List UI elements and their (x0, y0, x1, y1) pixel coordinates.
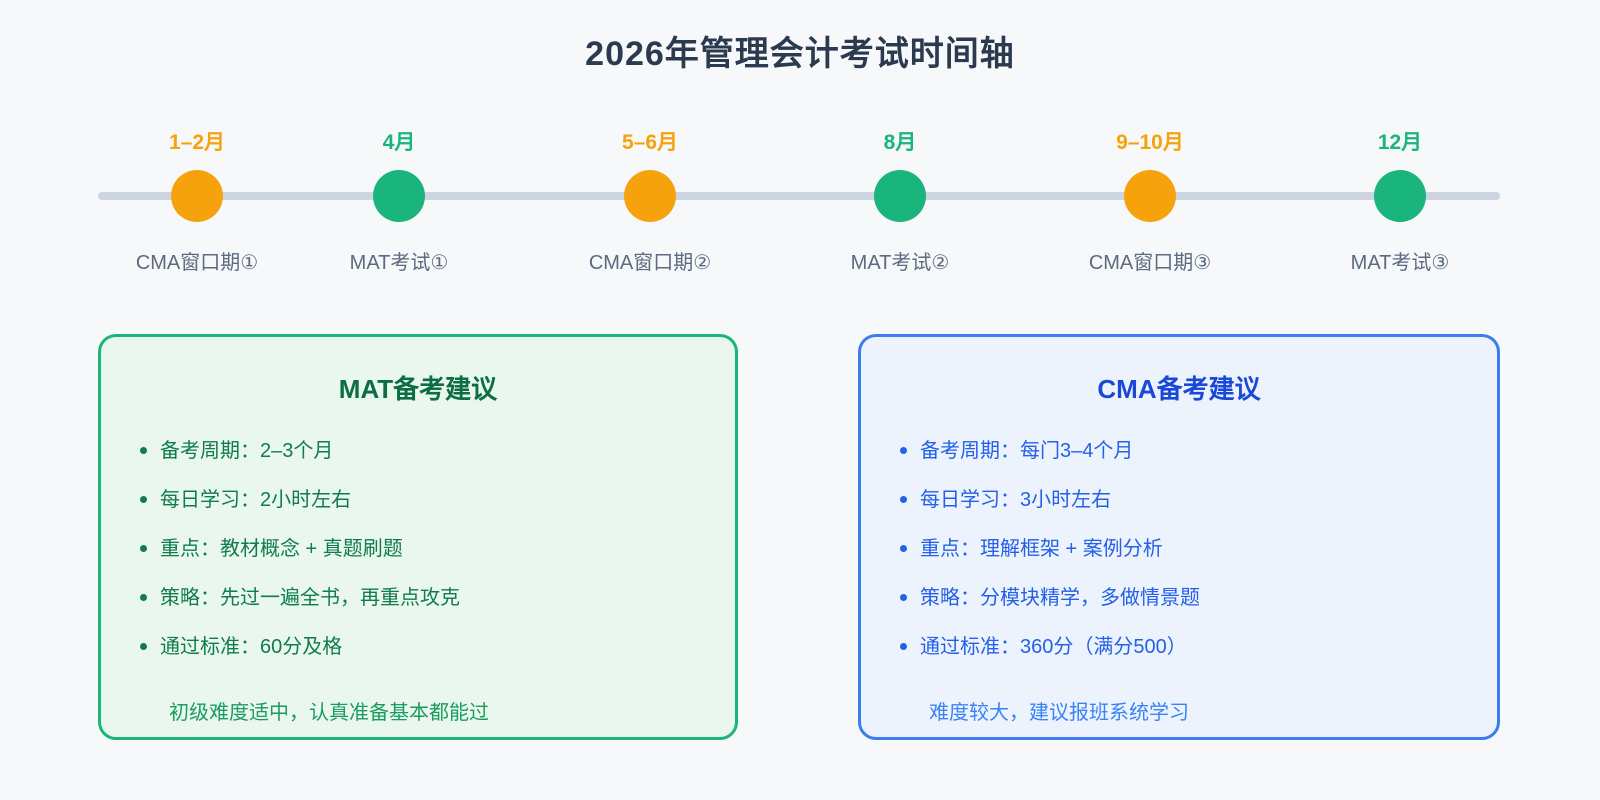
cma-card-title: CMA备考建议 (1097, 374, 1261, 404)
month-label: 8月 (883, 131, 917, 154)
timeline-dot (171, 170, 223, 222)
advice-item: 重点：理解框架 + 案例分析 (899, 538, 1459, 560)
timeline-line (98, 192, 1500, 200)
advice-item: 备考周期：每门3–4个月 (899, 440, 1459, 462)
node-label: CMA窗口期③ (1088, 252, 1212, 274)
mat-card-title: MAT备考建议 (338, 374, 498, 404)
month-label: 12月 (1377, 131, 1423, 154)
advice-item: 通过标准：360分（满分500） (899, 636, 1459, 658)
cma-advice-card: CMA备考建议 备考周期：每门3–4个月 每日学习：3小时左右 重点：理解框架 … (858, 334, 1500, 740)
node-label: CMA窗口期② (588, 252, 712, 274)
node-label: MAT考试② (850, 252, 950, 274)
advice-item: 策略：分模块精学，多做情景题 (899, 587, 1459, 609)
advice-item: 每日学习：3小时左右 (899, 489, 1459, 511)
timeline-dot (874, 170, 926, 222)
mat-advice-list: 备考周期：2–3个月 每日学习：2小时左右 重点：教材概念 + 真题刷题 策略：… (139, 440, 697, 658)
cma-advice-note: 难度较大，建议报班系统学习 (929, 702, 1189, 724)
cma-advice-list: 备考周期：每门3–4个月 每日学习：3小时左右 重点：理解框架 + 案例分析 策… (899, 440, 1459, 658)
page-title: 2026年管理会计考试时间轴 (585, 35, 1015, 73)
timeline-dot (1124, 170, 1176, 222)
advice-item: 每日学习：2小时左右 (139, 489, 697, 511)
mat-advice-card: MAT备考建议 备考周期：2–3个月 每日学习：2小时左右 重点：教材概念 + … (98, 334, 738, 740)
node-label: MAT考试③ (1350, 252, 1450, 274)
month-label: 1–2月 (168, 131, 226, 154)
node-label: CMA窗口期① (135, 252, 259, 274)
month-label: 4月 (382, 131, 416, 154)
advice-item: 通过标准：60分及格 (139, 636, 697, 658)
timeline-dot (373, 170, 425, 222)
mat-advice-note: 初级难度适中，认真准备基本都能过 (169, 702, 489, 724)
timeline-dot (624, 170, 676, 222)
timeline-dot (1374, 170, 1426, 222)
month-label: 9–10月 (1116, 131, 1184, 154)
advice-item: 备考周期：2–3个月 (139, 440, 697, 462)
advice-item: 策略：先过一遍全书，再重点攻克 (139, 587, 697, 609)
advice-item: 重点：教材概念 + 真题刷题 (139, 538, 697, 560)
month-label: 5–6月 (621, 131, 679, 154)
node-label: MAT考试① (349, 252, 449, 274)
